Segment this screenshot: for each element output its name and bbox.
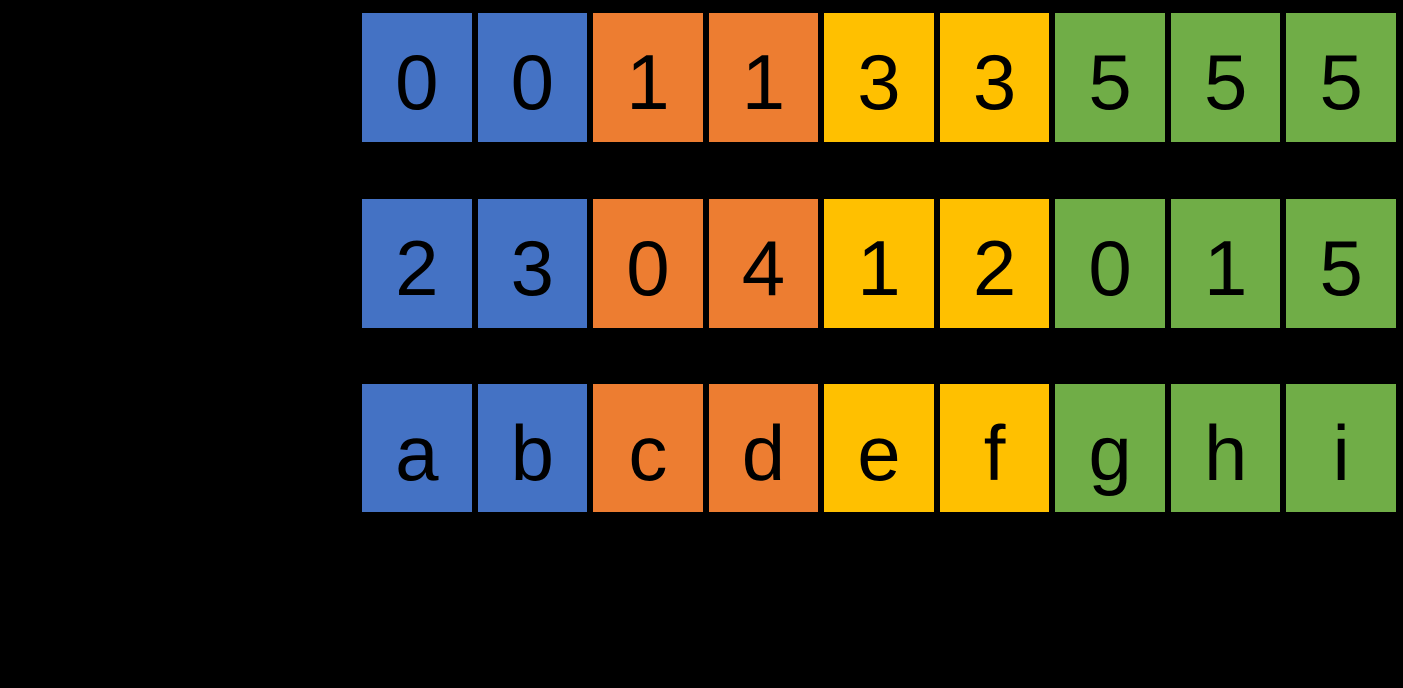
array-cell: 2 <box>939 199 1050 328</box>
array-cell: i <box>1286 384 1396 512</box>
array-cell: 0 <box>362 13 472 142</box>
array-cell: c <box>593 384 703 512</box>
array-cell: 5 <box>1055 13 1165 142</box>
array-cell: 1 <box>593 13 703 142</box>
array-cell: g <box>1055 384 1165 512</box>
array-cell: b <box>477 384 588 512</box>
array-cell: e <box>824 384 934 512</box>
array-cell: 1 <box>824 199 934 328</box>
array-cell: 3 <box>477 199 588 328</box>
array-cell: h <box>1170 384 1281 512</box>
array-cell: 0 <box>477 13 588 142</box>
array-cell: 4 <box>708 199 819 328</box>
array-cell: 5 <box>1286 199 1396 328</box>
array-cell: 2 <box>362 199 472 328</box>
array-cell: 3 <box>939 13 1050 142</box>
array-cell: a <box>362 384 472 512</box>
array-cell: 5 <box>1286 13 1396 142</box>
array-cell: 1 <box>1170 199 1281 328</box>
array-cell: f <box>939 384 1050 512</box>
array-cell: 0 <box>593 199 703 328</box>
array-cell: 1 <box>708 13 819 142</box>
array-cell: 0 <box>1055 199 1165 328</box>
array-cell: 5 <box>1170 13 1281 142</box>
array-cell: 3 <box>824 13 934 142</box>
array-cell: d <box>708 384 819 512</box>
